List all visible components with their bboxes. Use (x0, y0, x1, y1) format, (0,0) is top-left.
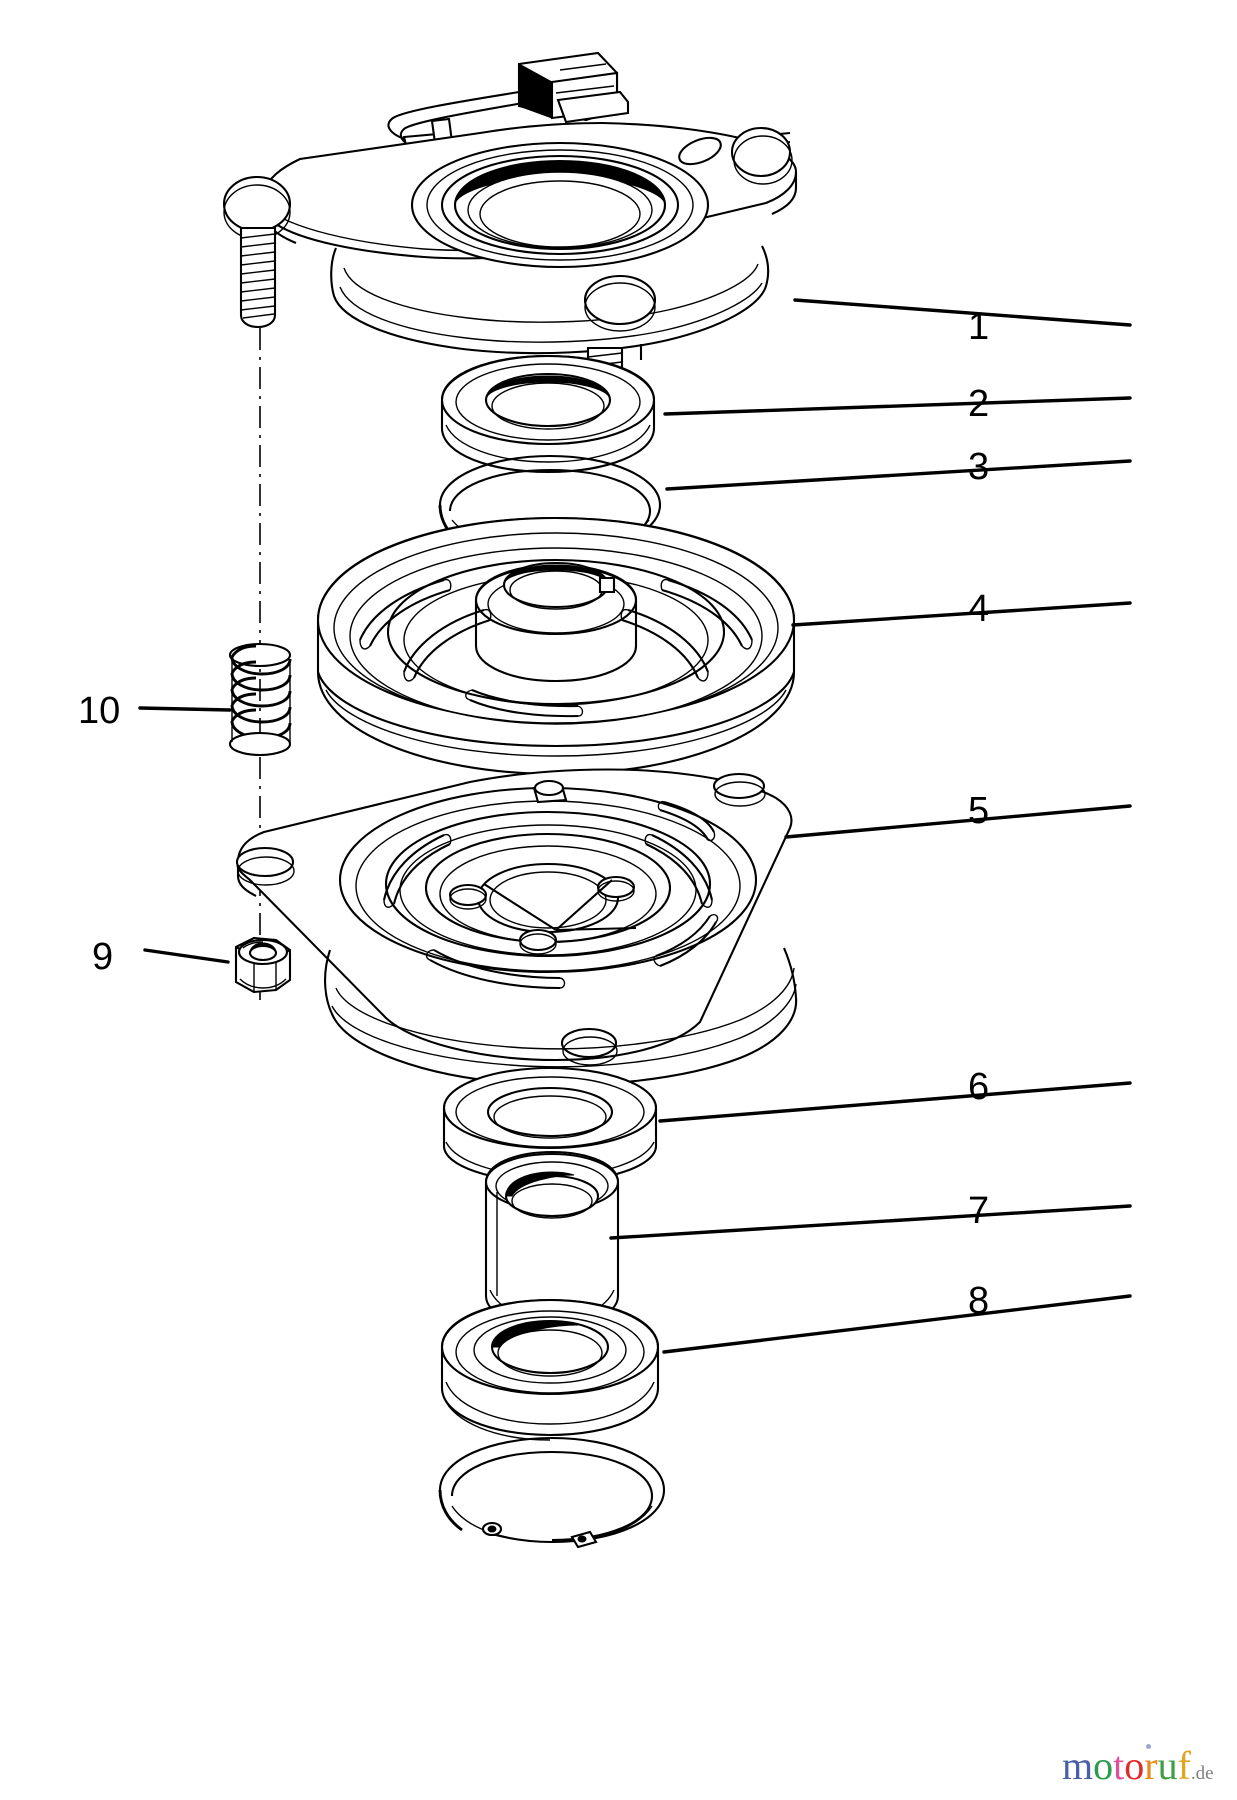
watermark-letter-o2: o (1124, 1743, 1145, 1788)
part-5-clutch-pulley-body (235, 768, 798, 1087)
watermark-letter-o1: o (1093, 1743, 1114, 1788)
watermark-letter-m: m (1062, 1743, 1094, 1788)
leader-10 (138, 706, 232, 712)
callout-label-8: 8 (968, 1280, 990, 1322)
electrical-connector (517, 51, 630, 124)
callout-label-4: 4 (968, 588, 990, 630)
leader-5 (784, 804, 1132, 839)
watermark-letter-r: r (1144, 1743, 1158, 1788)
leader-3 (665, 459, 1132, 491)
part-8-ball-bearing (440, 1298, 660, 1441)
part-4-armature-rotor-plate (316, 516, 796, 776)
motoruf-watermark: motoruf.de (1062, 1746, 1214, 1786)
leader-7 (609, 1204, 1132, 1240)
leader-2 (663, 396, 1132, 416)
watermark-letter-t: t (1113, 1743, 1125, 1788)
callout-label-3: 3 (968, 446, 990, 488)
callout-label-2: 2 (968, 383, 990, 425)
callout-label-5: 5 (968, 790, 990, 832)
watermark-tld: .de (1190, 1763, 1214, 1784)
mounting-bolt-left (239, 226, 277, 329)
leader-6 (658, 1081, 1132, 1123)
leader-9 (143, 948, 230, 964)
callout-label-10: 10 (78, 690, 121, 732)
watermark-letter-u: u (1157, 1743, 1178, 1788)
watermark-letter-f: f (1177, 1743, 1191, 1788)
part-6-washer-ring (442, 1066, 658, 1184)
callout-label-7: 7 (968, 1190, 990, 1232)
part-2-spacer-bushing (440, 354, 656, 474)
callout-label-6: 6 (968, 1066, 990, 1108)
callout-label-1: 1 (968, 306, 990, 348)
part-7-bearing-spacer-sleeve (484, 1150, 620, 1328)
leader-1 (793, 298, 1132, 327)
part-9-hex-lock-nut (234, 936, 292, 994)
leader-4 (791, 601, 1132, 627)
bottom-snap-ring (438, 1436, 666, 1549)
callout-leader-lines (138, 298, 1132, 1354)
part-10-compression-spring (228, 642, 292, 757)
leader-8 (662, 1294, 1132, 1354)
part-1-field-coil-housing (222, 51, 798, 446)
callout-label-9: 9 (92, 936, 114, 978)
watermark-accent-dot (1146, 1744, 1151, 1749)
